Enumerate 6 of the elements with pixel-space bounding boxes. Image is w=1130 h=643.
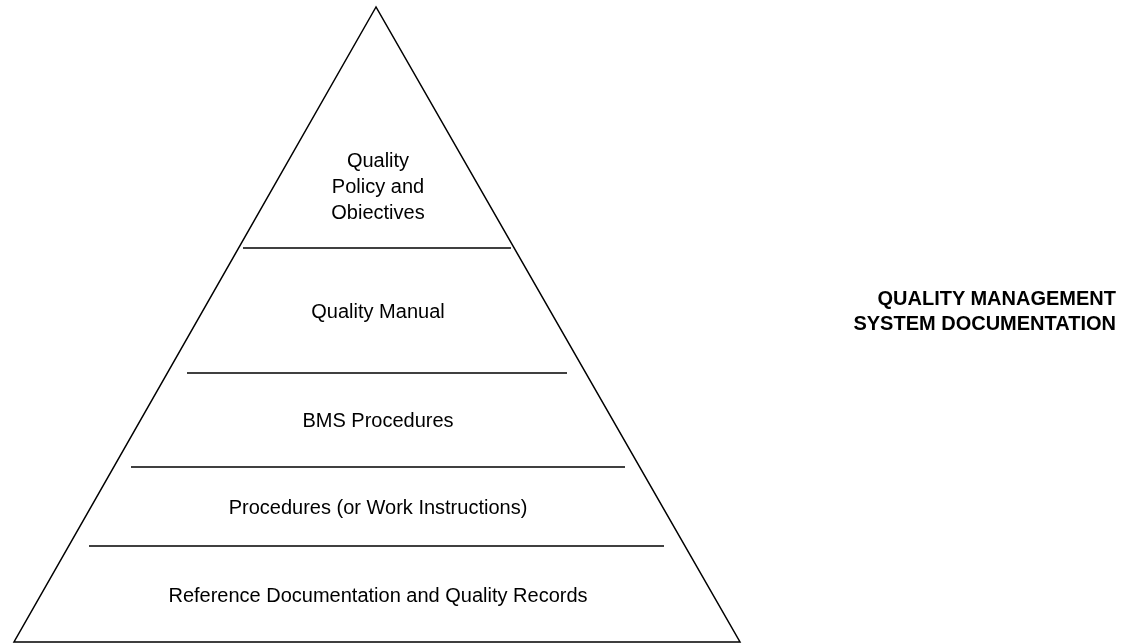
level-label: Procedures (or Work Instructions) (228, 494, 528, 520)
diagram-title: QUALITY MANAGEMENT SYSTEM DOCUMENTATION (852, 286, 1116, 336)
level-label: BMS Procedures (302, 408, 454, 433)
level-label: Quality Policy and Obiectives (330, 148, 426, 225)
level-label: Quality Manual (311, 299, 445, 324)
level-label: Reference Documentation and Quality Records (168, 583, 588, 608)
